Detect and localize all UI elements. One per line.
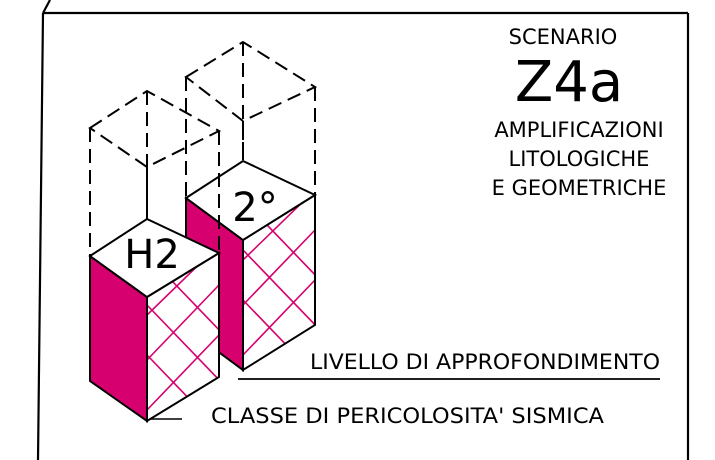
scenario-description-line-2: LITOLOGICHE (509, 147, 650, 171)
scenario-description-line-3: E GEOMETRICHE (492, 176, 667, 200)
level-caption: LIVELLO DI APPROFONDIMENTO (310, 350, 660, 374)
back-prism-right-face (242, 193, 316, 372)
scenario-code: Z4a (515, 50, 623, 115)
front-prism-top-face (88, 217, 222, 299)
front-prism (88, 89, 222, 423)
scenario-description-line-1: AMPLIFICAZIONI (494, 118, 663, 142)
scenario-heading: SCENARIO (509, 25, 618, 49)
class-caption: CLASSE DI PERICOLOSITA' SISMICA (211, 404, 605, 428)
frame-border (36, 0, 690, 460)
back-prism-dashed-volume (184, 40, 318, 240)
front-prism-label: H2 (124, 232, 180, 278)
back-prism-label: 2° (232, 185, 277, 231)
